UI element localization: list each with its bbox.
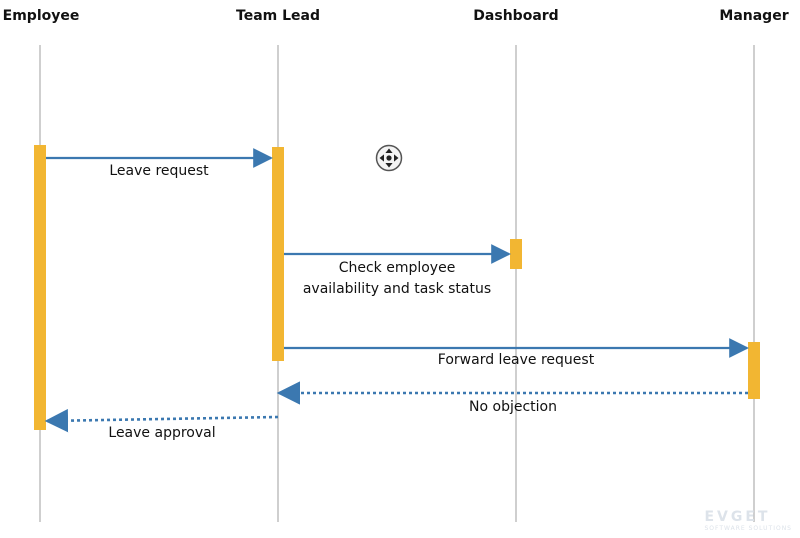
actor-label-manager: Manager [719, 8, 789, 24]
message-label-no-objection: No objection [469, 397, 557, 418]
message-label-line: availability and task status [302, 281, 492, 297]
message-label-line: Check employee [338, 260, 456, 276]
message-label-leave-request: Leave request [109, 161, 208, 182]
actor-label-employee: Employee [2, 8, 80, 24]
activation-bar-team-lead[interactable] [272, 147, 284, 361]
message-label-leave-approval: Leave approval [108, 423, 215, 444]
message-label-line: Leave request [109, 163, 209, 179]
message-label-line: Leave approval [108, 425, 216, 441]
move-cursor-icon[interactable] [375, 144, 403, 172]
message-label-line: Forward leave request [437, 352, 595, 368]
message-label-forward-leave-request: Forward leave request [438, 350, 594, 371]
watermark-brand: EVGET [704, 509, 771, 525]
activation-bar-employee[interactable] [34, 145, 46, 430]
message-arrow-leave-approval[interactable] [44, 408, 279, 433]
activation-bar-dashboard[interactable] [510, 239, 522, 269]
message-label-line: No objection [469, 399, 557, 415]
activation-bar-manager[interactable] [748, 342, 760, 399]
actor-label-dashboard: Dashboard [473, 8, 559, 24]
actor-label-team-lead: Team Lead [236, 8, 320, 24]
watermark-logo: EVGET SOFTWARE SOLUTIONS [704, 509, 792, 532]
message-label-check-availability: Check employee availability and task sta… [303, 258, 491, 300]
watermark-tagline: SOFTWARE SOLUTIONS [704, 525, 792, 532]
